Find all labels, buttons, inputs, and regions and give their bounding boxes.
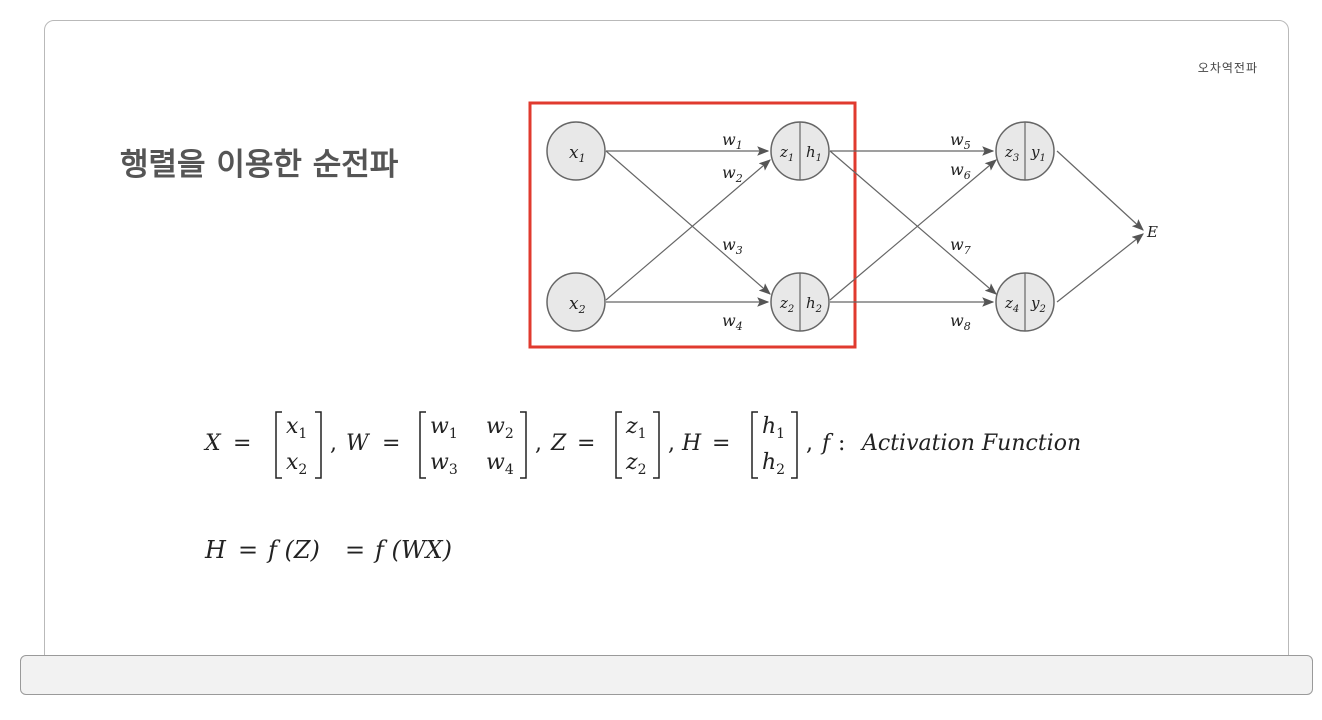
svg-text:y1: y1	[1030, 143, 1046, 164]
page-title: 행렬을 이용한 순전파	[120, 147, 399, 183]
footer-bar	[20, 655, 1313, 695]
weight-label-w4: w4	[722, 311, 743, 333]
weight-label-w6: w6	[950, 160, 971, 182]
weight-label-w7: w7	[950, 235, 971, 257]
weight-label-w8: w8	[950, 311, 971, 333]
edge-w6	[829, 159, 997, 301]
svg-text::: :	[838, 431, 845, 456]
svg-text:z2: z2	[625, 450, 647, 478]
weight-label-w5: w5	[950, 130, 971, 152]
svg-text:H: H	[204, 536, 227, 564]
svg-text:f (WX): f (WX)	[373, 536, 452, 564]
equation-forward: H = f (Z) = f (WX)	[204, 536, 452, 564]
svg-text:w4: w4	[486, 450, 514, 478]
svg-text:h2: h2	[762, 450, 785, 478]
svg-text:h2: h2	[806, 294, 822, 315]
svg-text:,: ,	[535, 431, 542, 456]
edges	[605, 146, 1144, 307]
svg-text:w1: w1	[430, 414, 458, 442]
slide: 오차역전파 행렬을 이용한 순전파	[44, 20, 1289, 680]
edge-w7	[829, 150, 997, 295]
section-tag: 오차역전파	[1197, 61, 1258, 75]
output-node-1: z3 y1	[995, 121, 1055, 181]
hidden-node-1: z1 h1	[770, 121, 830, 181]
svg-text:z3: z3	[1004, 143, 1019, 164]
svg-text:z4: z4	[1004, 294, 1019, 315]
svg-text:X: X	[203, 431, 222, 456]
svg-text:=: =	[577, 431, 595, 456]
svg-text:x2: x2	[286, 450, 307, 478]
svg-text:z1: z1	[779, 143, 794, 164]
svg-text:f (Z): f (Z)	[266, 536, 320, 564]
edge-w3	[605, 150, 771, 295]
weight-label-w1: w1	[722, 130, 743, 152]
edge-w2	[605, 159, 771, 301]
svg-text:f: f	[820, 431, 834, 456]
svg-text:,: ,	[330, 431, 337, 456]
svg-text:x2: x2	[569, 294, 586, 316]
svg-text:w3: w3	[430, 450, 458, 478]
highlight-box	[528, 101, 857, 349]
edge-y1-e	[1056, 150, 1144, 231]
edge-y2-e	[1056, 233, 1144, 303]
svg-text:w2: w2	[486, 414, 514, 442]
svg-text:=: =	[382, 431, 400, 456]
svg-text:,: ,	[668, 431, 675, 456]
svg-text:Z: Z	[550, 431, 567, 456]
svg-text:,: ,	[806, 431, 813, 456]
svg-text:h1: h1	[762, 414, 785, 442]
svg-text:H: H	[681, 431, 702, 456]
svg-text:h1: h1	[806, 143, 822, 164]
svg-text:z2: z2	[779, 294, 794, 315]
hidden-node-2: z2 h2	[770, 272, 830, 332]
svg-text:x1: x1	[286, 414, 307, 442]
svg-text:=: =	[238, 536, 258, 564]
error-node: E	[1146, 223, 1158, 241]
svg-text:=: =	[233, 431, 251, 456]
svg-text:y2: y2	[1030, 294, 1046, 315]
input-node-2: x2	[546, 272, 606, 332]
equation-matrices: X = x1 x2 , W = w1 w2 w3 w4 , Z = z1 z2 …	[203, 411, 1081, 479]
output-node-2: z4 y2	[995, 272, 1055, 332]
svg-text:W: W	[346, 431, 371, 456]
weight-label-w2: w2	[722, 163, 743, 185]
activation-label: Activation Function	[860, 431, 1081, 456]
svg-text:=: =	[712, 431, 730, 456]
input-node-1: x1	[546, 121, 606, 181]
svg-text:z1: z1	[625, 414, 647, 442]
svg-text:=: =	[345, 536, 365, 564]
weight-label-w3: w3	[722, 235, 743, 257]
svg-text:x1: x1	[569, 143, 586, 165]
